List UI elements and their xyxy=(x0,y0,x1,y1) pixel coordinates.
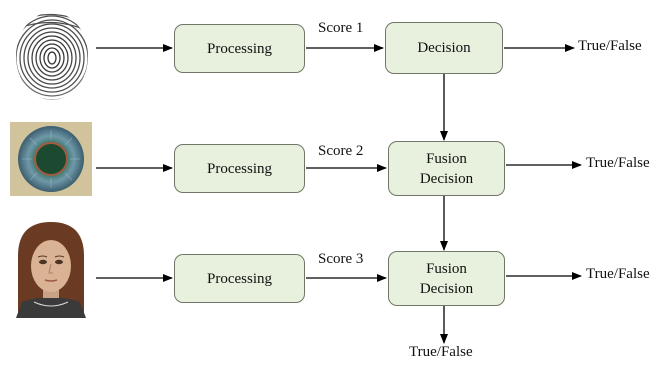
face-icon xyxy=(12,218,90,318)
fusion-label-2-line-1: Fusion xyxy=(426,260,467,277)
fusion-label-1-line-2: Decision xyxy=(419,170,474,187)
processing-box-1: Processing xyxy=(174,24,305,73)
fusion-decision-box-1: Fusion Decision xyxy=(388,141,505,196)
processing-label-1: Processing xyxy=(207,40,272,57)
fusion-decision-box-2: Fusion Decision xyxy=(388,251,505,306)
iris-icon xyxy=(10,122,92,196)
score-label-3: Score 3 xyxy=(318,251,364,267)
processing-label-2: Processing xyxy=(207,160,272,177)
processing-label-3: Processing xyxy=(207,270,272,287)
score-label-1: Score 1 xyxy=(318,20,364,36)
output-label-4: True/False xyxy=(409,344,473,360)
fusion-label-2-line-2: Decision xyxy=(419,280,474,297)
output-label-2: True/False xyxy=(586,155,650,171)
decision-label: Decision xyxy=(417,40,471,56)
processing-box-2: Processing xyxy=(174,144,305,193)
score-label-2: Score 2 xyxy=(318,143,364,159)
fingerprint-icon xyxy=(15,11,89,100)
output-label-3: True/False xyxy=(586,266,650,282)
fusion-label-1-line-1: Fusion xyxy=(426,150,467,167)
processing-box-3: Processing xyxy=(174,254,305,303)
decision-box: Decision xyxy=(385,22,503,74)
output-label-1: True/False xyxy=(578,38,642,54)
